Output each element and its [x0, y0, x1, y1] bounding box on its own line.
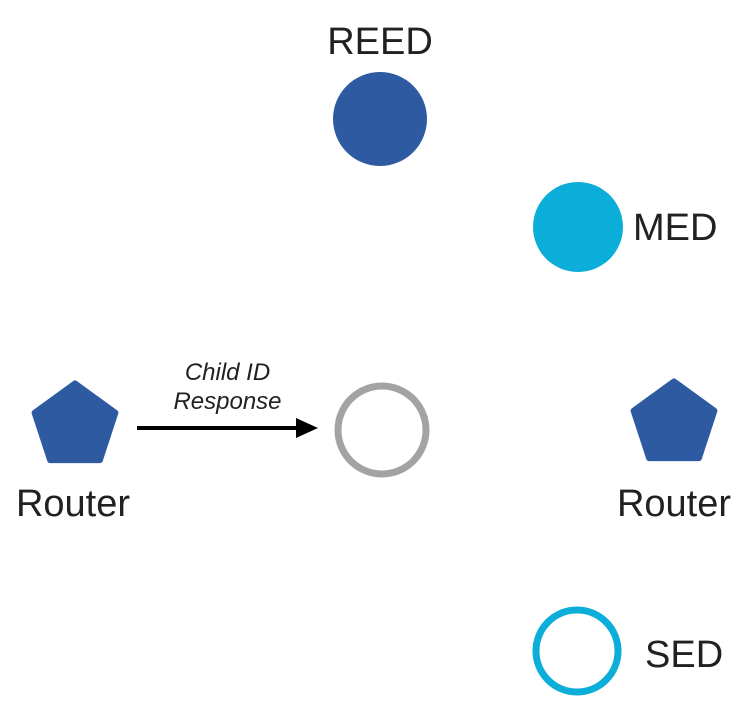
- reed-label: REED: [327, 21, 433, 63]
- router-left-pentagon-shape: [34, 383, 116, 460]
- router-left-pentagon: [31, 380, 119, 464]
- joining-child-node-circle: [334, 382, 430, 478]
- reed-node-circle: [333, 72, 427, 166]
- edge-label-line2: Response: [173, 388, 282, 415]
- med-circle-shape: [533, 182, 623, 272]
- router-left-pentagon-stroke: [31, 380, 119, 464]
- reed-circle-shape: [333, 72, 427, 166]
- edge-arrow: [137, 418, 318, 438]
- edge-label-line1: Child ID: [184, 359, 271, 386]
- sed-node-circle: [532, 606, 622, 696]
- router-left-label: Router: [15, 483, 131, 525]
- joining-child-circle-shape: [334, 382, 430, 478]
- edge-label: Child ID Response: [140, 358, 315, 416]
- sed-label: SED: [645, 634, 724, 676]
- router-right-label: Router: [616, 483, 732, 525]
- edge-arrowhead: [296, 418, 318, 438]
- router-right-pentagon: [630, 378, 718, 462]
- med-label: MED: [633, 207, 718, 249]
- med-node-circle: [533, 182, 623, 272]
- router-right-pentagon-stroke: [630, 378, 718, 462]
- router-right-pentagon-shape: [633, 381, 715, 458]
- sed-circle-shape: [532, 606, 622, 696]
